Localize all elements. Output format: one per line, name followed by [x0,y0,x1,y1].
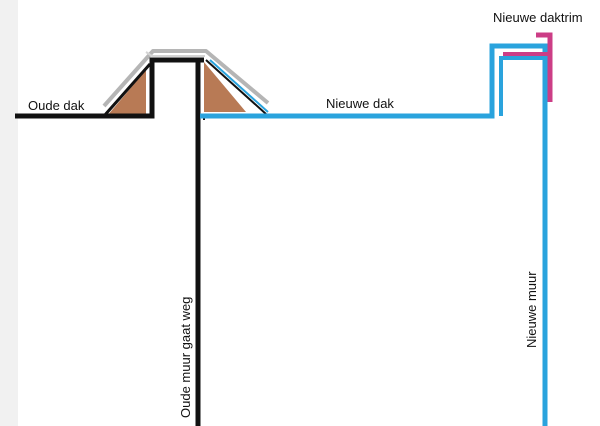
label-new-trim: Nieuwe daktrim [493,10,583,25]
new-roof-line [200,43,548,426]
left-wedge-edge [102,63,152,117]
right-wedge-edge-blue [209,59,269,113]
label-new-wall: Nieuwe muur [524,271,539,348]
left-margin-strip [0,0,18,426]
new-trim-line [536,32,553,102]
flashing-cap-inner [145,51,205,57]
right-wood-wedge [204,62,246,112]
flashing-cap [102,49,270,108]
label-new-roof: Nieuwe dak [326,96,394,111]
right-wedge-edge [205,59,267,115]
label-old-roof: Oude dak [28,98,85,113]
new-wall-inner-line [499,56,543,116]
label-old-wall: Oude muur gaat weg [178,297,193,418]
